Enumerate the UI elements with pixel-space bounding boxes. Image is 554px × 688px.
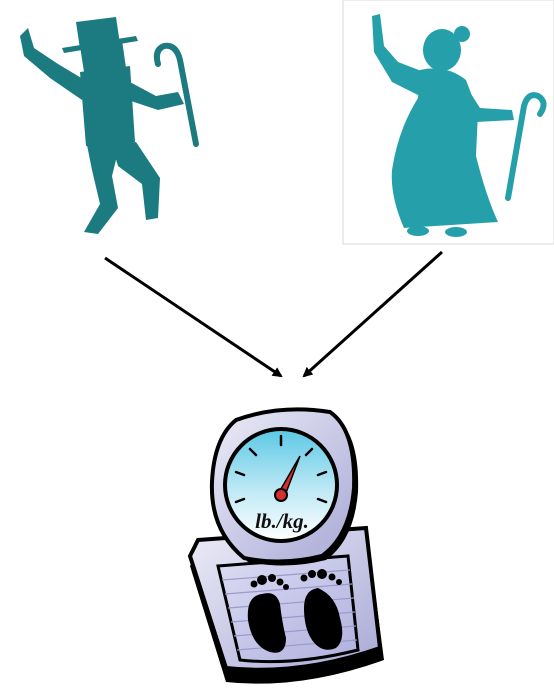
arrow-man-to-scale — [105, 258, 281, 376]
scale-dial-label: lb./kg. — [255, 509, 309, 533]
arrow-woman-to-scale — [304, 252, 442, 376]
bathroom-scale-icon: lb./kg. — [190, 409, 384, 683]
